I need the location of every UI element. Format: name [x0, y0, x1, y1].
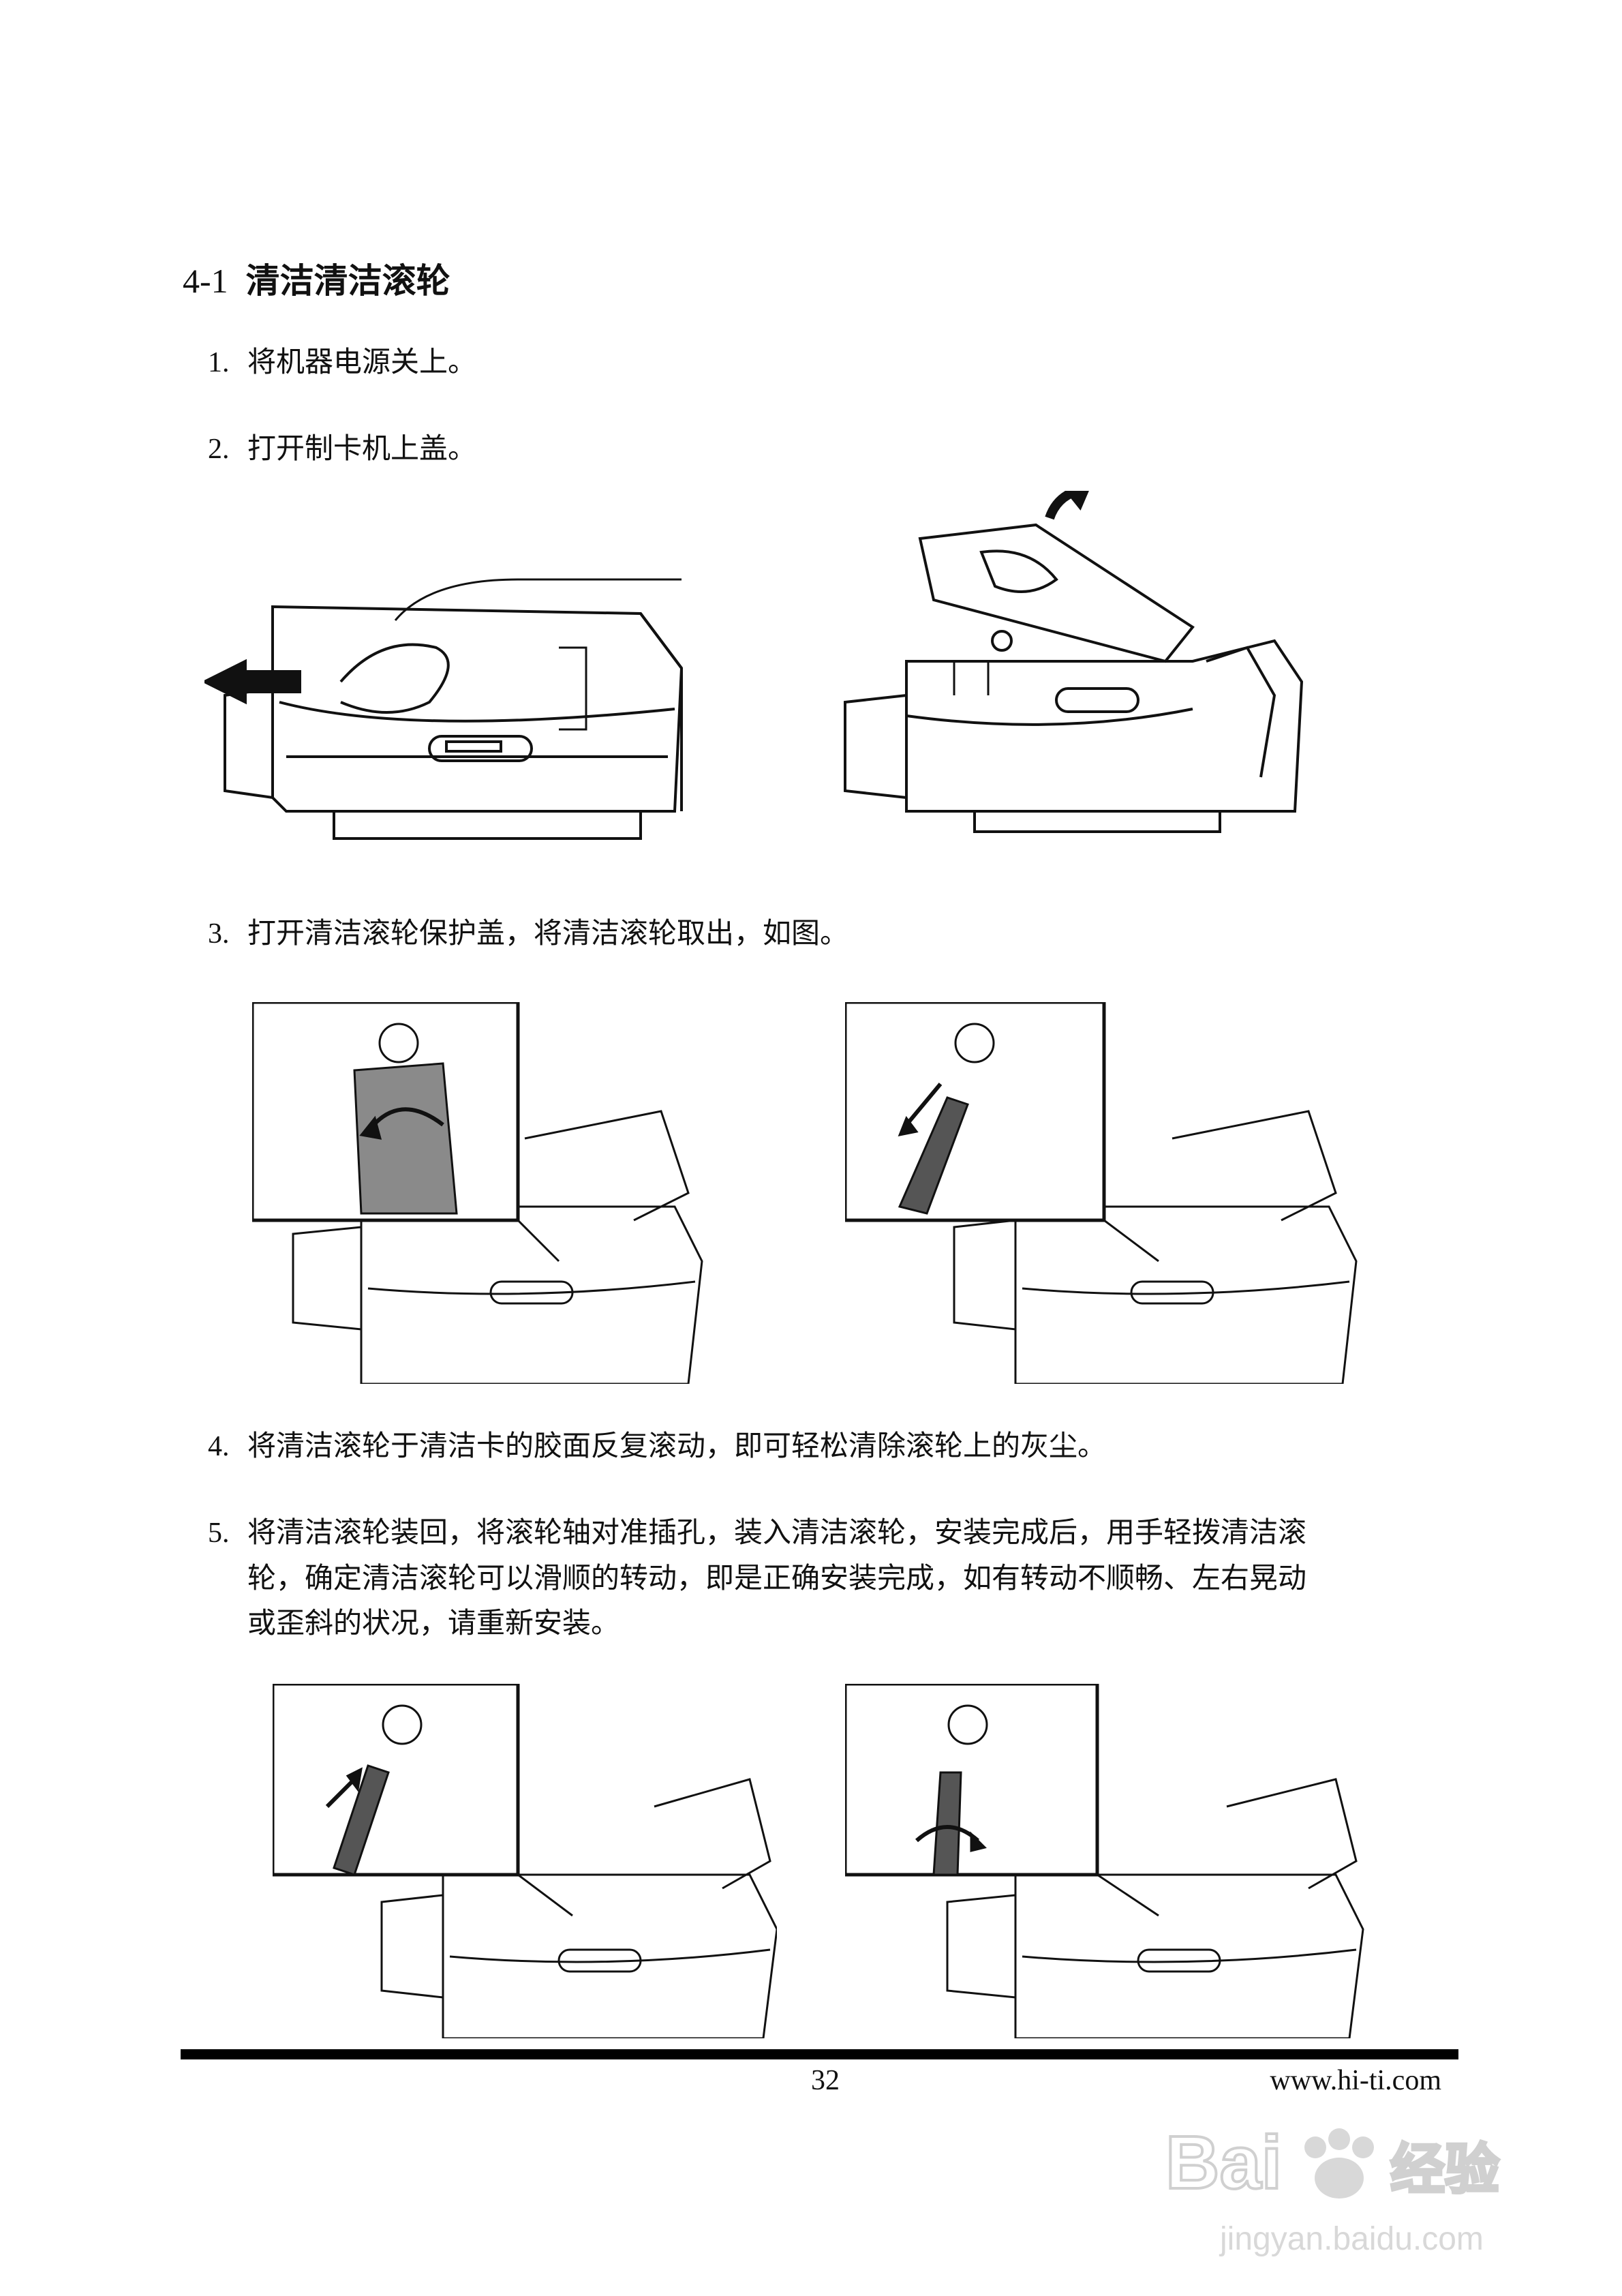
step-text-line-2: 轮，确定清洁滚轮可以滑顺的转动，即是正确安装完成，如有转动不顺畅、左右晃动 [247, 1561, 1307, 1595]
step-text-line-1: 将清洁滚轮装回，将滚轮轴对准插孔，装入清洁滚轮，安装完成后，用手轻拨清洁滚 [247, 1515, 1307, 1549]
figure-printer-lid-open [838, 491, 1315, 845]
figure-remove-roller [845, 1002, 1390, 1384]
step-number: 4. [208, 1431, 230, 1462]
figure-printer-release-lid [204, 498, 709, 852]
step-number: 1. [208, 347, 230, 378]
svg-text:Bai: Bai [1165, 2121, 1282, 2205]
svg-text:经验: 经验 [1390, 2139, 1499, 2200]
step-text-line-3: 或歪斜的状况，请重新安装。 [247, 1606, 620, 1640]
step-number: 2. [208, 434, 230, 465]
step-text: 将机器电源关上。 [247, 345, 477, 378]
section-title: 清洁清洁滚轮 [245, 260, 450, 301]
step-text: 打开清洁滚轮保护盖，将清洁滚轮取出，如图。 [247, 916, 849, 950]
figure-open-roller-cover [252, 1002, 722, 1384]
step-2: 2. 打开制卡机上盖。 [208, 426, 476, 472]
step-number: 5. [208, 1517, 230, 1549]
step-1: 1. 将机器电源关上。 [208, 339, 476, 385]
step-4: 4. 将清洁滚轮于清洁卡的胶面反复滚动，即可轻松清除滚轮上的灰尘。 [208, 1423, 1106, 1469]
section-number: 4-1 [183, 262, 228, 300]
step-3: 3. 打开清洁滚轮保护盖，将清洁滚轮取出，如图。 [208, 911, 848, 956]
baidu-watermark-logo: Bai 经验 jingyan.baidu.com [1159, 2086, 1540, 2291]
step-number: 3. [208, 918, 230, 950]
figure-insert-roller [273, 1684, 777, 2038]
step-text: 将清洁滚轮于清洁卡的胶面反复滚动，即可轻松清除滚轮上的灰尘。 [247, 1429, 1107, 1462]
baidu-paw-icon: Bai 经验 jingyan.baidu.com [1164, 2119, 1501, 2257]
step-text: 打开制卡机上盖。 [247, 432, 477, 465]
figure-rotate-roller [845, 1684, 1390, 2038]
footer-website: www.hi-ti.com [1270, 2065, 1441, 2096]
svg-text:jingyan.baidu.com: jingyan.baidu.com [1219, 2221, 1484, 2257]
page-number: 32 [811, 2065, 840, 2096]
footer-rule [181, 2049, 1458, 2059]
step-5: 5.将清洁滚轮装回，将滚轮轴对准插孔，装入清洁滚轮，安装完成后，用手轻拨清洁滚 … [208, 1510, 1306, 1646]
section-heading: 4-1 清洁清洁滚轮 [183, 254, 450, 303]
